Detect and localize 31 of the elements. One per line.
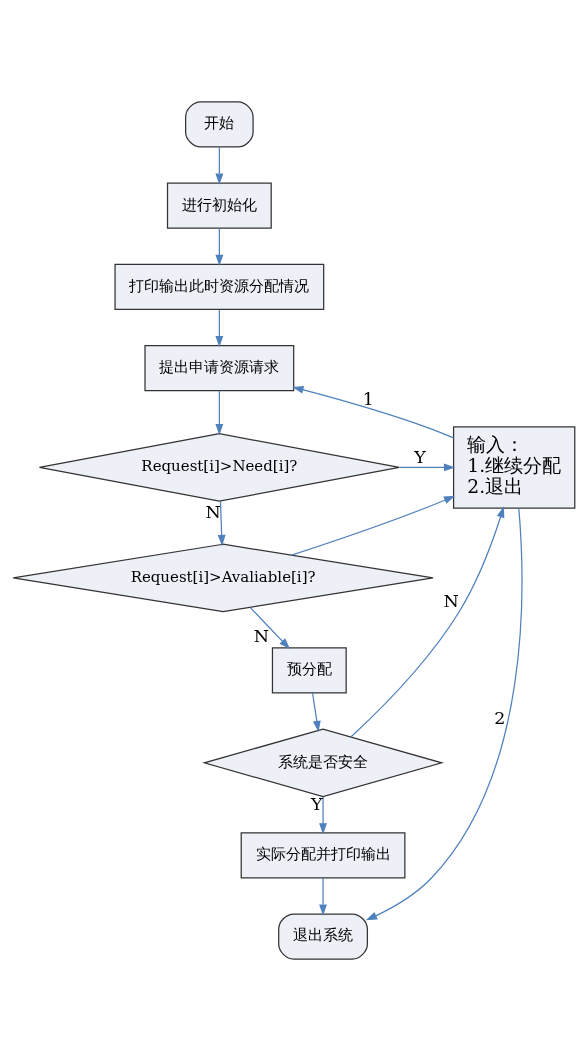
edge-label: Y: [414, 446, 426, 467]
arrow: [215, 389, 224, 435]
arrow: [290, 495, 456, 556]
arrow: [292, 385, 455, 438]
node-box: 进行初始化: [166, 182, 272, 229]
arrow: [365, 507, 523, 920]
node-box: 实际分配并打印输出: [240, 831, 406, 878]
edge-label: N: [443, 590, 459, 611]
arrow: [215, 146, 224, 185]
node-box: 退出系统: [278, 912, 369, 960]
edge-label: 2: [494, 707, 506, 728]
edge-label: N: [205, 501, 221, 522]
arrow: [215, 308, 224, 347]
node-box: 预分配: [271, 646, 347, 694]
arrow: [217, 499, 226, 546]
arrow: [249, 606, 291, 649]
node-box: 开始: [185, 100, 254, 148]
arrow: [319, 876, 327, 916]
node-box: 提出申请资源请求: [144, 344, 295, 391]
node-box: 打印输出此时资源分配情况: [114, 263, 325, 310]
node-diamond: Request[i]>Need[i]?: [38, 432, 400, 502]
node-diamond: Request[i]>Avaliable[i]?: [12, 543, 434, 612]
arrow: [350, 505, 505, 738]
node-diamond: 系统是否安全: [202, 728, 444, 797]
arrow: [398, 462, 456, 471]
arrow: [311, 691, 321, 732]
edge-label: N: [253, 625, 270, 646]
arrow: [215, 227, 224, 266]
node-box: 输入： 1.继续分配 2.退出: [452, 425, 576, 509]
edge-label: 1: [362, 388, 374, 409]
arrow: [319, 795, 327, 834]
